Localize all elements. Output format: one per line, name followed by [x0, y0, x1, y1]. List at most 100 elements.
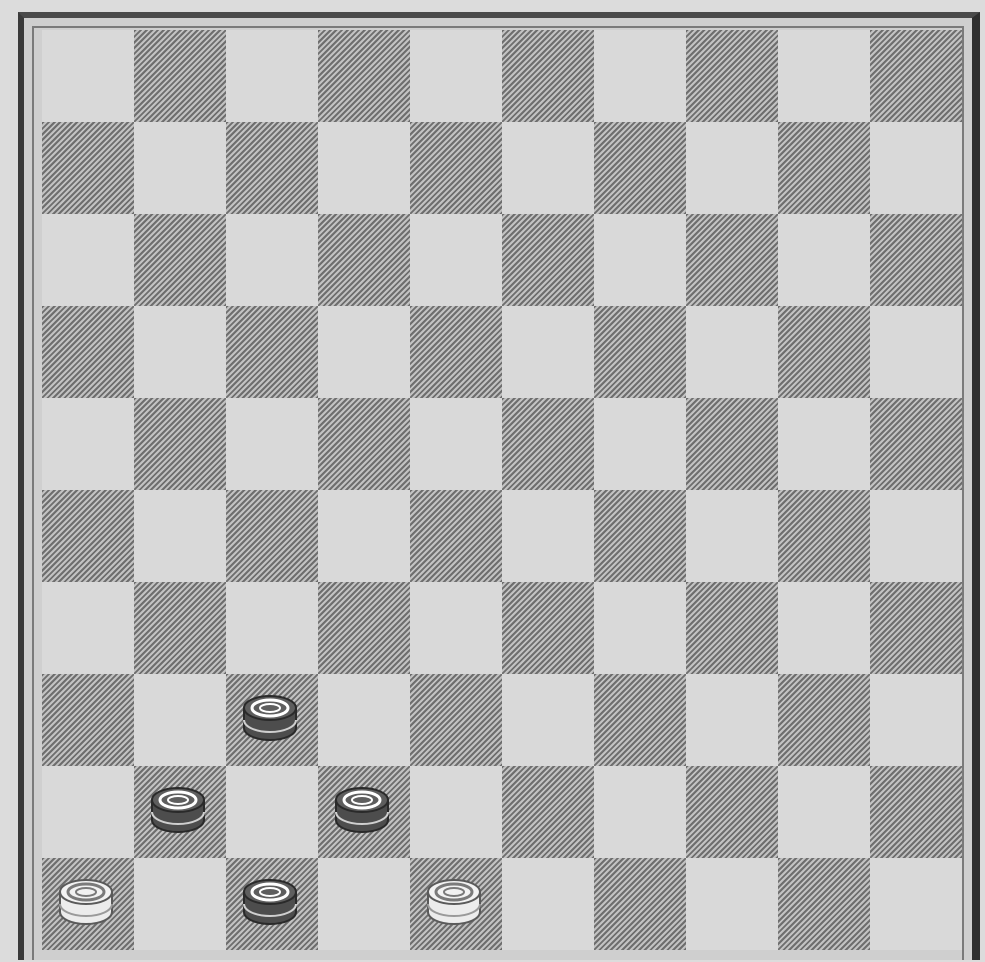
board-square-r5-c8[interactable]	[686, 398, 778, 490]
board-square-r4-c10[interactable]	[870, 306, 962, 398]
board-square-r8-c7[interactable]	[594, 674, 686, 766]
board-square-r6-c10[interactable]	[870, 490, 962, 582]
board-square-r7-c3[interactable]	[226, 582, 318, 674]
board-square-r10-c2[interactable]	[134, 858, 226, 950]
board-square-r2-c4[interactable]	[318, 122, 410, 214]
board-square-r10-c5[interactable]	[410, 858, 502, 950]
board-square-r2-c8[interactable]	[686, 122, 778, 214]
board-square-r5-c7[interactable]	[594, 398, 686, 490]
board-square-r10-c8[interactable]	[686, 858, 778, 950]
board-square-r4-c1[interactable]	[42, 306, 134, 398]
board-square-r3-c7[interactable]	[594, 214, 686, 306]
board-square-r8-c1[interactable]	[42, 674, 134, 766]
board-square-r1-c2[interactable]	[134, 30, 226, 122]
board-square-r3-c5[interactable]	[410, 214, 502, 306]
board-square-r10-c4[interactable]	[318, 858, 410, 950]
board-square-r2-c5[interactable]	[410, 122, 502, 214]
board-square-r6-c5[interactable]	[410, 490, 502, 582]
board-square-r6-c3[interactable]	[226, 490, 318, 582]
board-square-r7-c4[interactable]	[318, 582, 410, 674]
board-square-r6-c1[interactable]	[42, 490, 134, 582]
board-square-r1-c7[interactable]	[594, 30, 686, 122]
board-square-r5-c10[interactable]	[870, 398, 962, 490]
board-square-r8-c10[interactable]	[870, 674, 962, 766]
board-square-r2-c1[interactable]	[42, 122, 134, 214]
board-square-r3-c9[interactable]	[778, 214, 870, 306]
board-square-r5-c2[interactable]	[134, 398, 226, 490]
board-square-r4-c7[interactable]	[594, 306, 686, 398]
board-square-r8-c2[interactable]	[134, 674, 226, 766]
board-square-r4-c4[interactable]	[318, 306, 410, 398]
board-square-r5-c1[interactable]	[42, 398, 134, 490]
board-square-r1-c3[interactable]	[226, 30, 318, 122]
board-square-r5-c9[interactable]	[778, 398, 870, 490]
board-square-r4-c8[interactable]	[686, 306, 778, 398]
board-square-r6-c9[interactable]	[778, 490, 870, 582]
board-square-r5-c4[interactable]	[318, 398, 410, 490]
dark-checker-piece-icon[interactable]	[332, 778, 392, 838]
board-square-r8-c4[interactable]	[318, 674, 410, 766]
dark-checker-piece-icon[interactable]	[240, 870, 300, 930]
dark-checker-piece-icon[interactable]	[148, 778, 208, 838]
board-square-r1-c9[interactable]	[778, 30, 870, 122]
board-square-r8-c3[interactable]	[226, 674, 318, 766]
board-square-r3-c3[interactable]	[226, 214, 318, 306]
board-square-r3-c6[interactable]	[502, 214, 594, 306]
dark-checker-piece-icon[interactable]	[240, 686, 300, 746]
board-square-r7-c8[interactable]	[686, 582, 778, 674]
board-square-r6-c6[interactable]	[502, 490, 594, 582]
board-square-r10-c3[interactable]	[226, 858, 318, 950]
light-checker-piece-icon[interactable]	[56, 870, 116, 930]
board-square-r2-c3[interactable]	[226, 122, 318, 214]
board-square-r3-c8[interactable]	[686, 214, 778, 306]
board-square-r1-c6[interactable]	[502, 30, 594, 122]
board-square-r3-c10[interactable]	[870, 214, 962, 306]
board-square-r4-c5[interactable]	[410, 306, 502, 398]
board-square-r9-c2[interactable]	[134, 766, 226, 858]
board-square-r6-c4[interactable]	[318, 490, 410, 582]
board-square-r9-c5[interactable]	[410, 766, 502, 858]
board-square-r9-c6[interactable]	[502, 766, 594, 858]
board-square-r7-c1[interactable]	[42, 582, 134, 674]
board-square-r2-c9[interactable]	[778, 122, 870, 214]
board-square-r3-c2[interactable]	[134, 214, 226, 306]
board-square-r2-c2[interactable]	[134, 122, 226, 214]
board-square-r4-c3[interactable]	[226, 306, 318, 398]
board-square-r3-c1[interactable]	[42, 214, 134, 306]
board-square-r9-c4[interactable]	[318, 766, 410, 858]
board-square-r10-c9[interactable]	[778, 858, 870, 950]
board-square-r7-c6[interactable]	[502, 582, 594, 674]
board-square-r9-c8[interactable]	[686, 766, 778, 858]
board-square-r6-c8[interactable]	[686, 490, 778, 582]
board-square-r6-c2[interactable]	[134, 490, 226, 582]
board-square-r1-c1[interactable]	[42, 30, 134, 122]
board-square-r7-c10[interactable]	[870, 582, 962, 674]
board-square-r9-c10[interactable]	[870, 766, 962, 858]
board-square-r6-c7[interactable]	[594, 490, 686, 582]
board-square-r1-c4[interactable]	[318, 30, 410, 122]
board-square-r9-c1[interactable]	[42, 766, 134, 858]
board-square-r1-c8[interactable]	[686, 30, 778, 122]
light-checker-piece-icon[interactable]	[424, 870, 484, 930]
board-square-r10-c6[interactable]	[502, 858, 594, 950]
board-square-r9-c9[interactable]	[778, 766, 870, 858]
board-square-r7-c5[interactable]	[410, 582, 502, 674]
board-square-r1-c10[interactable]	[870, 30, 962, 122]
board-square-r8-c9[interactable]	[778, 674, 870, 766]
board-square-r9-c3[interactable]	[226, 766, 318, 858]
board-square-r2-c6[interactable]	[502, 122, 594, 214]
board-square-r8-c6[interactable]	[502, 674, 594, 766]
board-square-r1-c5[interactable]	[410, 30, 502, 122]
board-square-r10-c10[interactable]	[870, 858, 962, 950]
board-square-r9-c7[interactable]	[594, 766, 686, 858]
board-square-r10-c1[interactable]	[42, 858, 134, 950]
board-square-r10-c7[interactable]	[594, 858, 686, 950]
board-square-r8-c8[interactable]	[686, 674, 778, 766]
board-square-r7-c2[interactable]	[134, 582, 226, 674]
board-square-r7-c9[interactable]	[778, 582, 870, 674]
board-square-r5-c3[interactable]	[226, 398, 318, 490]
board-square-r4-c6[interactable]	[502, 306, 594, 398]
board-square-r2-c10[interactable]	[870, 122, 962, 214]
board-square-r8-c5[interactable]	[410, 674, 502, 766]
board-square-r7-c7[interactable]	[594, 582, 686, 674]
